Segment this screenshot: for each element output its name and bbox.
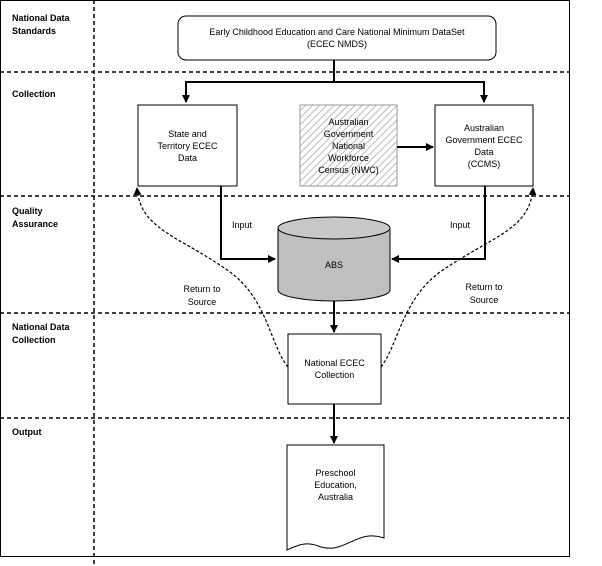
lane-label-quality: Quality Assurance — [12, 206, 59, 229]
nwc-box — [299, 104, 398, 187]
diagram-frame — [0, 0, 570, 557]
return-right-curve — [380, 187, 537, 368]
lane-label-standards: National Data Standards — [12, 13, 70, 36]
return-left-curve — [133, 187, 289, 368]
lane-label-collection: Collection — [12, 89, 56, 99]
return-right-label: Return to Source — [465, 282, 503, 305]
lane-label-national-collection: National Data Collection — [12, 322, 70, 345]
nwc-label: Australian Government National Workforce… — [318, 116, 379, 175]
preschool-label: Preschool Education, Australia — [314, 468, 357, 502]
state-territory-label: State and Territory ECEC Data — [157, 128, 218, 163]
abs-cylinder — [277, 216, 391, 302]
abs-label: ABS — [324, 260, 343, 270]
nmds-distribution-connector — [182, 60, 488, 103]
lane-label-output: Output — [12, 427, 42, 437]
national-ecec-box — [287, 333, 382, 405]
ccms-input-arrow — [391, 186, 486, 263]
preschool-document — [286, 444, 385, 551]
state-territory-box — [137, 104, 238, 187]
national-ecec-label: National ECEC Collection — [304, 358, 365, 380]
lane-separators — [0, 71, 570, 419]
ccms-box — [434, 104, 534, 187]
input-left-label: Input — [231, 220, 253, 230]
nmds-label: Early Childhood Education and Care Natio… — [209, 27, 465, 49]
return-left-label: Return to Source — [183, 284, 221, 307]
input-right-label: Input — [449, 220, 471, 230]
state-input-arrow — [220, 186, 276, 263]
ccms-label: Australian Government ECEC Data (CCMS) — [445, 122, 523, 169]
nmds-box — [177, 15, 497, 61]
